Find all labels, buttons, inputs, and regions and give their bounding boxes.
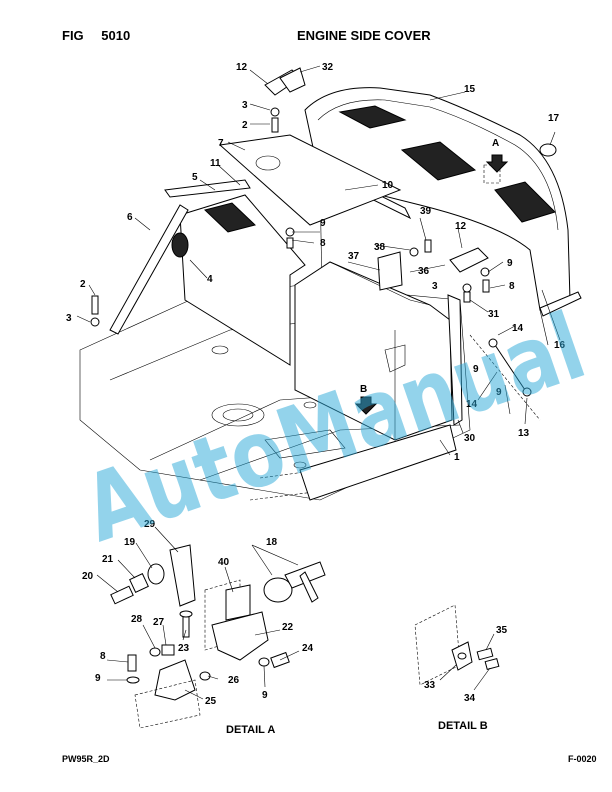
callout-22: 22 bbox=[282, 622, 294, 633]
callout-37: 37 bbox=[348, 251, 360, 262]
callout-8: 8 bbox=[100, 651, 106, 662]
callout-19: 19 bbox=[124, 537, 136, 548]
callout-8: 8 bbox=[320, 238, 326, 249]
leader-lines-main bbox=[76, 65, 561, 456]
callout-13: 13 bbox=[518, 428, 530, 439]
callout-labels: 1 2 2 3 3 3 4 5 6 7 8 8 8 9 9 9 9 9 9 10… bbox=[66, 62, 566, 707]
cover-cap bbox=[539, 143, 557, 157]
callout-17: 17 bbox=[548, 113, 560, 124]
callout-20: 20 bbox=[82, 571, 94, 582]
callout-28: 28 bbox=[131, 614, 143, 625]
callout-15: 15 bbox=[464, 84, 476, 95]
callout-31: 31 bbox=[488, 309, 500, 320]
callout-25: 25 bbox=[205, 696, 217, 707]
figure-label: FIG 5010 bbox=[62, 28, 130, 43]
callout-3: 3 bbox=[432, 281, 438, 292]
callout-35: 35 bbox=[496, 625, 508, 636]
callout-9: 9 bbox=[507, 258, 513, 269]
view-a-arrow bbox=[485, 154, 509, 173]
callout-8: 8 bbox=[509, 281, 515, 292]
callout-12: 12 bbox=[455, 221, 467, 232]
callout-40: 40 bbox=[218, 557, 230, 568]
callout-12: 12 bbox=[236, 62, 248, 73]
leader-lines-detail-b bbox=[439, 633, 495, 691]
view-b-arrow bbox=[354, 396, 378, 415]
callout-29: 29 bbox=[144, 519, 156, 530]
callout-2: 2 bbox=[80, 279, 86, 290]
lower-hinge bbox=[449, 247, 489, 273]
footer-left-code: PW95R_2D bbox=[62, 754, 110, 764]
side-panel bbox=[171, 194, 306, 366]
callout-1: 1 bbox=[454, 452, 460, 463]
page-title: ENGINE SIDE COVER bbox=[297, 28, 431, 43]
callout-14: 14 bbox=[512, 323, 524, 334]
callout-2: 2 bbox=[242, 120, 248, 131]
callout-39: 39 bbox=[420, 206, 432, 217]
edge-seal-upper bbox=[164, 179, 251, 198]
callout-18: 18 bbox=[266, 537, 278, 548]
edge-seal-side bbox=[109, 204, 189, 335]
callout-9: 9 bbox=[496, 387, 502, 398]
callout-34: 34 bbox=[464, 693, 476, 704]
rubber-strip bbox=[539, 291, 582, 317]
callout-9: 9 bbox=[262, 690, 268, 701]
detail-b-title: DETAIL B bbox=[438, 720, 488, 732]
callout-3: 3 bbox=[242, 100, 248, 111]
leader-lines-detail-a bbox=[96, 526, 300, 700]
callout-30: 30 bbox=[464, 433, 476, 444]
side-frame-rail bbox=[299, 424, 457, 501]
detail-a-title: DETAIL A bbox=[226, 724, 275, 736]
upper-hinge bbox=[264, 67, 306, 96]
callout-9: 9 bbox=[95, 673, 101, 684]
callout-36: 36 bbox=[418, 266, 430, 277]
fasteners-main bbox=[90, 107, 490, 327]
callout-38: 38 bbox=[374, 242, 386, 253]
fig-number: 5010 bbox=[101, 28, 131, 43]
cover-plate bbox=[218, 134, 402, 226]
detail-a-parts bbox=[110, 544, 326, 729]
callout-24: 24 bbox=[302, 643, 314, 654]
callout-11: 11 bbox=[210, 158, 221, 169]
vertical-seal bbox=[447, 294, 463, 426]
callout-33: 33 bbox=[424, 680, 436, 691]
callout-7: 7 bbox=[218, 138, 224, 149]
callout-16: 16 bbox=[554, 340, 566, 351]
view-a-marker: A bbox=[492, 138, 499, 149]
callout-23: 23 bbox=[178, 643, 190, 654]
footer-right-code: F-0020 bbox=[568, 754, 597, 764]
callout-32: 32 bbox=[322, 62, 334, 73]
fig-word: FIG bbox=[62, 28, 84, 43]
callout-4: 4 bbox=[207, 274, 213, 285]
callout-9: 9 bbox=[320, 218, 326, 229]
callout-3: 3 bbox=[66, 313, 72, 324]
callout-21: 21 bbox=[102, 554, 114, 565]
view-b-marker: B bbox=[360, 384, 367, 395]
callout-14: 14 bbox=[466, 399, 478, 410]
callout-5: 5 bbox=[192, 172, 198, 183]
callout-26: 26 bbox=[228, 675, 240, 686]
gas-strut bbox=[469, 334, 541, 421]
detail-b-parts bbox=[414, 604, 500, 686]
callout-27: 27 bbox=[153, 617, 165, 628]
callout-10: 10 bbox=[382, 180, 394, 191]
engine-side-cover bbox=[304, 87, 571, 311]
callout-6: 6 bbox=[127, 212, 133, 223]
callout-9: 9 bbox=[473, 364, 479, 375]
